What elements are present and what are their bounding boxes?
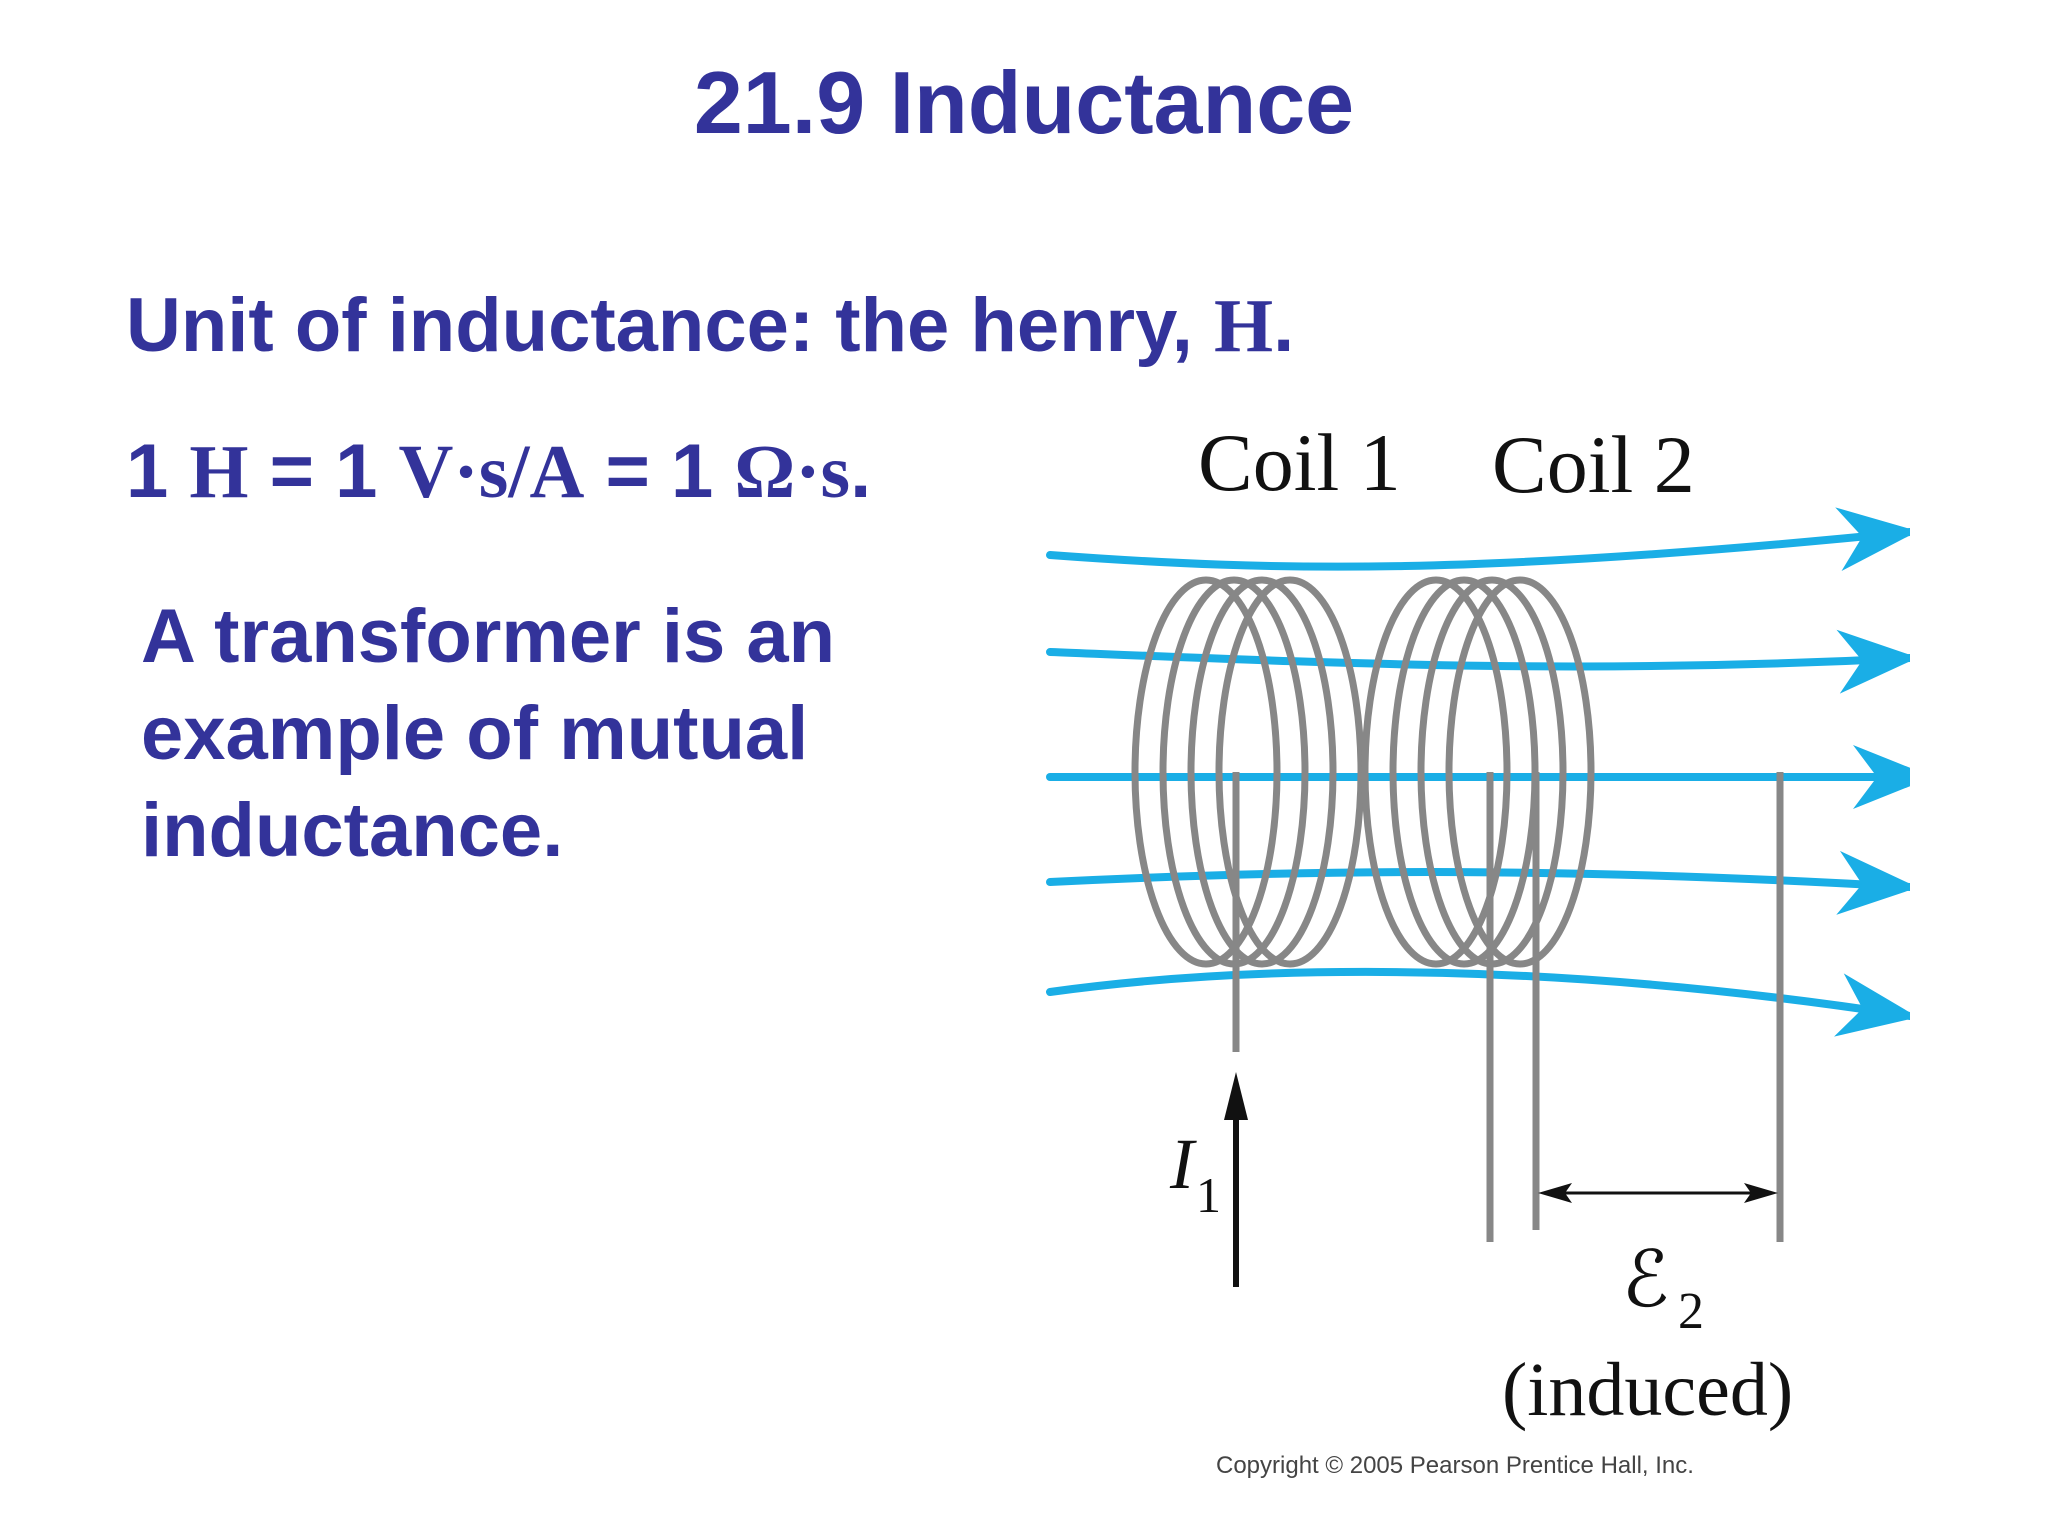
unit-period: . [1273, 283, 1295, 368]
coil-1-loop-4 [1215, 576, 1365, 968]
transformer-paragraph: A transformer is an example of mutual in… [141, 594, 836, 873]
henry-equation: 1 H = 1 V·s/A = 1 Ω·s. [126, 428, 871, 516]
coil-1-label: Coil 1 [1198, 430, 1401, 508]
field-line-top [1046, 507, 1910, 572]
eq-henry: H [189, 430, 249, 514]
coil-2-label: Coil 2 [1492, 430, 1695, 510]
coil-1-loop-3 [1187, 576, 1337, 968]
eq-part-1: 1 [126, 429, 190, 514]
coil-2-loop-4 [1445, 576, 1595, 968]
copyright-notice: Copyright © 2005 Pearson Prentice Hall, … [1216, 1452, 1694, 1479]
emf-arrowhead-right [1744, 1183, 1778, 1203]
coil-1-loop-1 [1131, 576, 1281, 968]
emf-arrowhead-left [1538, 1183, 1572, 1203]
mutual-inductance-diagram: Coil 1 Coil 2 I 1 ℰ 2 (induced) [1046, 430, 1910, 1432]
henry-symbol: H [1213, 284, 1274, 368]
current-arrowhead [1224, 1072, 1248, 1120]
unit-of-inductance-line: Unit of inductance: the henry, H. [126, 282, 1294, 370]
eq-period: . [850, 429, 872, 514]
eq-volt-second-per-amp: V·s/A [398, 430, 585, 514]
eq-part-3: = 1 [584, 429, 735, 514]
coils [1131, 576, 1784, 1242]
field-line-bottom [1046, 967, 1910, 1037]
unit-text: Unit of inductance: the henry, [126, 283, 1214, 368]
coil-2-loop-1 [1361, 576, 1511, 968]
current-subscript: 1 [1196, 1167, 1221, 1223]
coil-2-loop-2 [1389, 576, 1539, 968]
eq-ohm-second: Ω·s [734, 430, 851, 514]
page-title: 21.9 Inductance [693, 53, 1355, 152]
emf-induced-note: (induced) [1502, 1348, 1793, 1432]
emf-double-arrow [1538, 1183, 1778, 1203]
current-arrow [1224, 1072, 1248, 1287]
emf-symbol: ℰ [1622, 1236, 1669, 1323]
current-symbol: I [1169, 1124, 1197, 1204]
eq-part-2: = 1 [248, 429, 399, 514]
emf-subscript: 2 [1678, 1283, 1704, 1340]
